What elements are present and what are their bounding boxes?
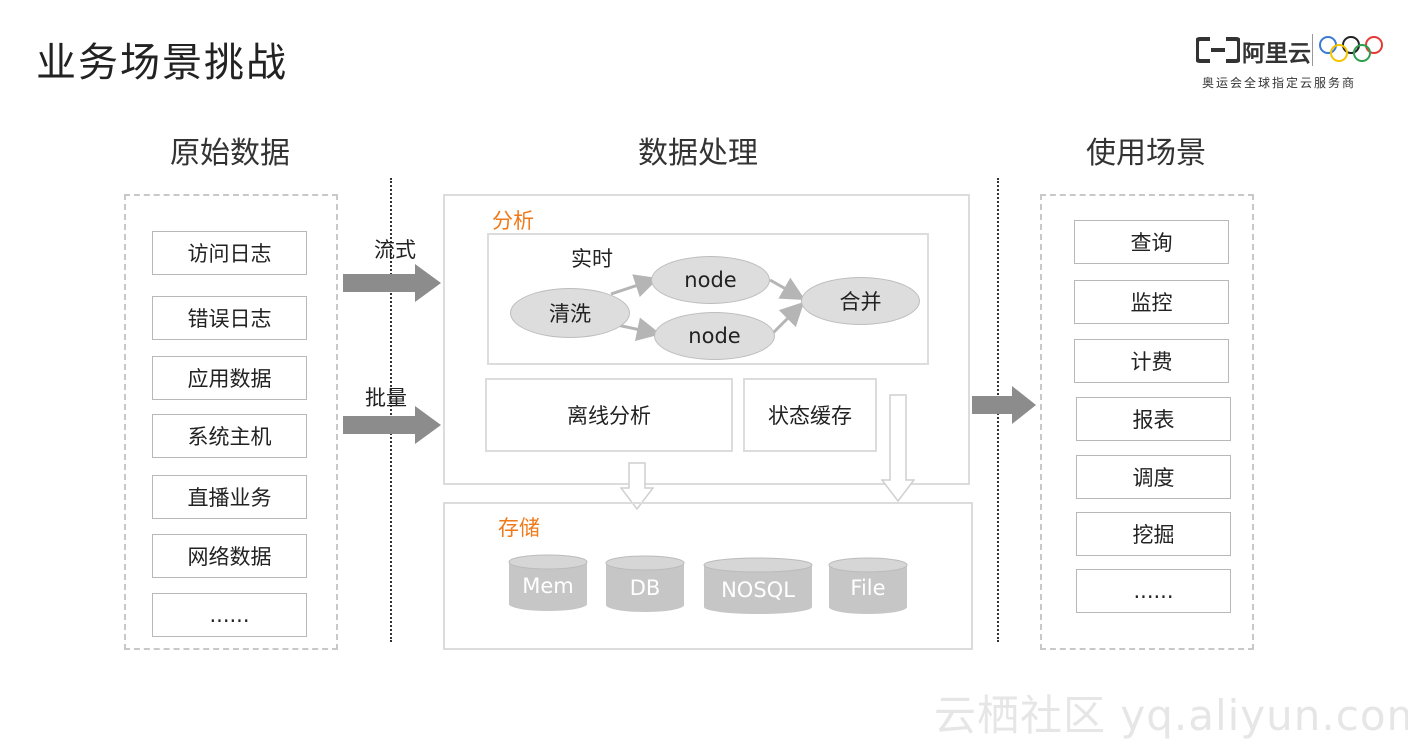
page-title: 业务场景挑战 <box>36 40 288 86</box>
analysis-label: 分析 <box>492 209 534 233</box>
logo: 阿里云 奥运会全球指定云服务商 <box>1196 34 1386 94</box>
state-cache-label: 状态缓存 <box>768 404 852 428</box>
raw-item: 直播业务 <box>152 475 307 519</box>
realtime-label: 实时 <box>571 247 613 271</box>
usage-item: 挖掘 <box>1076 512 1231 556</box>
raw-item: 访问日志 <box>152 231 307 275</box>
raw-item: 系统主机 <box>152 414 307 458</box>
usage-item: 调度 <box>1076 455 1231 499</box>
compute-node-bottom: node <box>654 312 775 360</box>
down-arrow-icon <box>620 462 654 510</box>
usage-item: 查询 <box>1074 220 1229 264</box>
storage-label: 存储 <box>498 516 540 540</box>
usage-panel <box>1040 194 1254 650</box>
raw-item: ...... <box>152 593 307 637</box>
stream-arrow-icon <box>343 264 441 302</box>
logo-tagline: 奥运会全球指定云服务商 <box>1202 76 1357 90</box>
raw-item: 应用数据 <box>152 356 307 400</box>
usage-item: 计费 <box>1074 339 1229 383</box>
storage-db: DB <box>605 555 685 613</box>
storage-mem: Mem <box>508 554 588 612</box>
offline-analysis-box: 离线分析 <box>485 378 733 452</box>
storage-panel <box>443 502 973 650</box>
realtime-panel <box>487 233 929 365</box>
down-arrow-icon <box>881 394 915 502</box>
batch-label: 批量 <box>365 386 407 410</box>
offline-analysis-label: 离线分析 <box>567 404 651 428</box>
stream-label: 流式 <box>374 238 416 262</box>
aliyun-logo-icon <box>1196 37 1240 63</box>
batch-arrow-icon <box>343 406 441 444</box>
logo-divider <box>1312 34 1313 66</box>
usage-item: 报表 <box>1076 397 1231 441</box>
database-cylinder-icon <box>828 557 908 614</box>
column-header-raw: 原始数据 <box>170 136 290 171</box>
merge-node: 合并 <box>801 277 920 325</box>
merge-node-label: 合并 <box>839 290 882 314</box>
watermark: 云栖社区 yq.aliyun.com <box>934 691 1408 740</box>
compute-node-top-label: node <box>684 268 737 292</box>
database-cylinder-icon <box>605 555 685 612</box>
clean-node: 清洗 <box>510 288 630 338</box>
logo-brand: 阿里云 <box>1242 41 1311 67</box>
compute-node-bottom-label: node <box>688 324 741 348</box>
storage-nosql: NOSQL <box>703 557 813 615</box>
realtime-flow-arrows <box>610 274 806 342</box>
raw-data-panel <box>124 194 338 650</box>
database-cylinder-icon <box>703 557 813 614</box>
storage-mem-label: Mem <box>522 574 574 598</box>
storage-db-label: DB <box>629 576 661 600</box>
usage-item: ...... <box>1076 569 1231 613</box>
olympic-rings-icon <box>1319 36 1383 62</box>
storage-nosql-label: NOSQL <box>721 578 795 602</box>
column-header-processing: 数据处理 <box>638 136 758 171</box>
storage-file: File <box>828 557 908 615</box>
database-cylinder-icon <box>508 554 588 611</box>
usage-arrow-icon <box>972 386 1036 424</box>
state-cache-box: 状态缓存 <box>743 378 877 452</box>
storage-file-label: File <box>850 576 886 600</box>
compute-node-top: node <box>651 256 770 304</box>
clean-node-label: 清洗 <box>549 302 591 326</box>
raw-item: 网络数据 <box>152 534 307 578</box>
usage-item: 监控 <box>1074 280 1229 324</box>
analysis-panel <box>443 194 970 485</box>
column-header-usage: 使用场景 <box>1086 136 1206 171</box>
raw-item: 错误日志 <box>152 296 307 340</box>
separator-left <box>390 178 392 642</box>
